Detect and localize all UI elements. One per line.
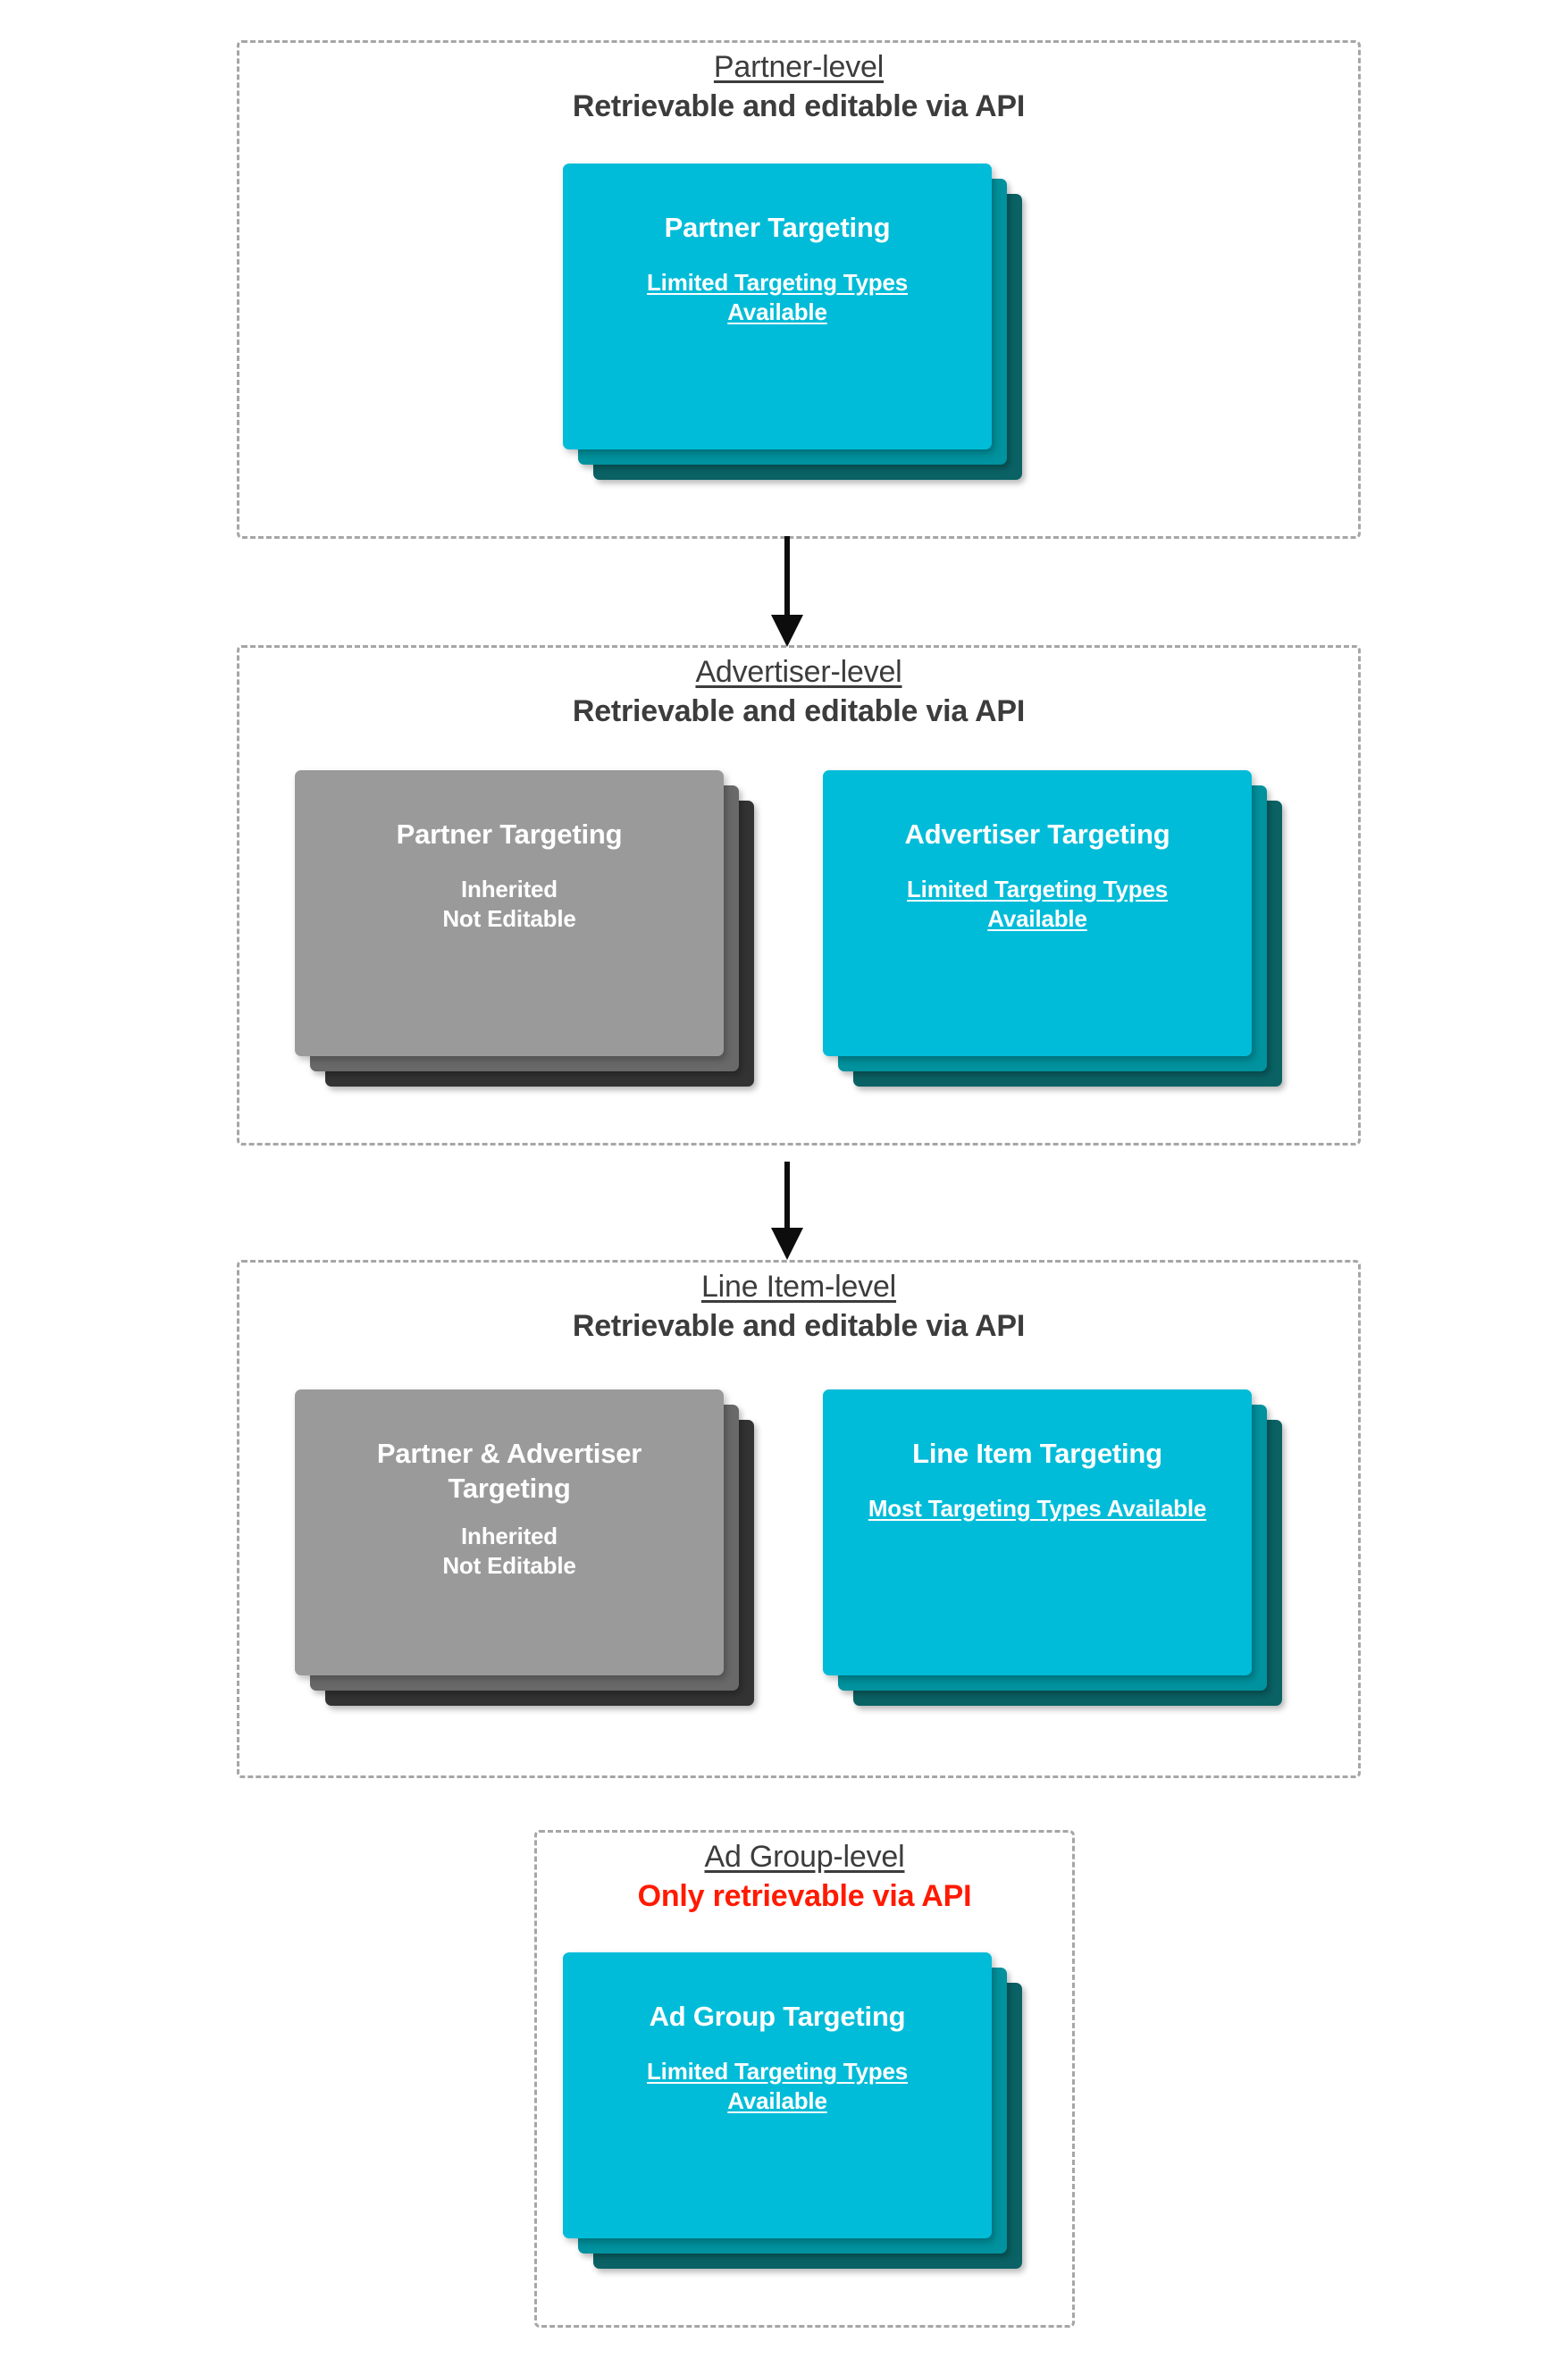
card-note: Most Targeting Types Available	[868, 1495, 1207, 1523]
card-title: Ad Group Targeting	[649, 2001, 906, 2032]
card-layer-front[interactable]: Partner Targeting Inherited Not Editable	[295, 770, 724, 1056]
card-partner-targeting[interactable]: Partner Targeting Limited Targeting Type…	[563, 164, 1022, 480]
card-title: Advertiser Targeting	[904, 818, 1170, 850]
card-advertiser-inherited-partner[interactable]: Partner Targeting Inherited Not Editable	[295, 770, 754, 1087]
card-title: Partner Targeting	[396, 818, 623, 850]
card-title: Partner Targeting	[664, 212, 891, 243]
level-container-ad-group	[534, 1830, 1075, 2328]
card-note: Limited Targeting Types Available	[646, 2058, 909, 2115]
card-ad-group-targeting[interactable]: Ad Group Targeting Limited Targeting Typ…	[563, 1952, 1022, 2269]
card-note: Limited Targeting Types Available	[646, 269, 909, 326]
card-note: Inherited Not Editable	[442, 1523, 576, 1580]
card-title: Line Item Targeting	[912, 1438, 1162, 1469]
card-note: Limited Targeting Types Available	[906, 876, 1169, 933]
connector-partner-to-advertiser	[771, 536, 803, 647]
card-line-item-targeting[interactable]: Line Item Targeting Most Targeting Types…	[823, 1389, 1282, 1706]
level-container-line-item	[237, 1260, 1361, 1778]
card-line-item-inherited[interactable]: Partner & Advertiser Targeting Inherited…	[295, 1389, 754, 1706]
card-layer-front[interactable]: Advertiser Targeting Limited Targeting T…	[823, 770, 1252, 1056]
card-title: Partner & Advertiser Targeting	[376, 1438, 642, 1505]
card-layer-front[interactable]: Partner & Advertiser Targeting Inherited…	[295, 1389, 724, 1675]
card-note: Inherited Not Editable	[442, 876, 576, 933]
connector-advertiser-to-line-item	[771, 1162, 803, 1260]
card-layer-front[interactable]: Line Item Targeting Most Targeting Types…	[823, 1389, 1252, 1675]
card-layer-front[interactable]: Partner Targeting Limited Targeting Type…	[563, 164, 992, 449]
level-container-partner	[237, 40, 1361, 539]
level-container-advertiser	[237, 645, 1361, 1146]
card-layer-front[interactable]: Ad Group Targeting Limited Targeting Typ…	[563, 1952, 992, 2238]
card-advertiser-targeting[interactable]: Advertiser Targeting Limited Targeting T…	[823, 770, 1282, 1087]
